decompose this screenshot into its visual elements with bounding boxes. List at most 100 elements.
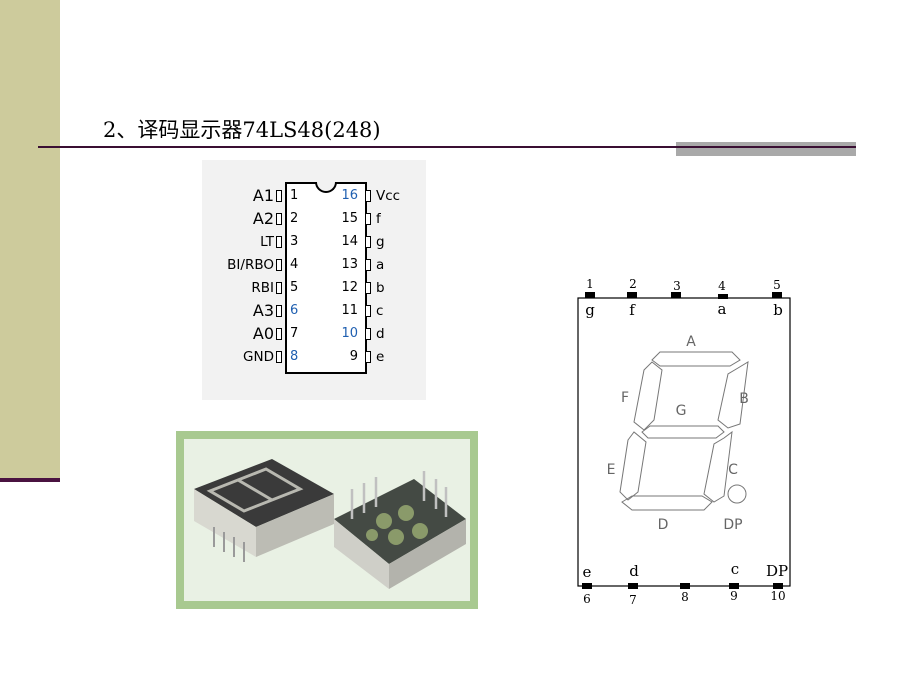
seven-segment-svg: 1 2 3 4 5 g f a b e d c DP 6 7 8 9 10 A … [577,277,791,607]
pin-number: 6 [290,303,299,318]
pin-right-15: 15 f [338,211,426,233]
pin-number: 13 [341,257,358,272]
ic-pinout-diagram: A1 1 A2 2 LT 3 BI/RBO 4 RBI 5 A3 6 A0 7 … [202,160,426,400]
pin-lead [365,328,371,340]
pin-tab-10 [773,583,783,589]
pin-number: 11 [341,303,358,318]
pin-label: A1 [252,186,274,205]
segment-label-f: F [621,390,629,406]
module-right-pins [350,471,448,519]
bottom-pin-num-10: 10 [770,589,785,603]
pin-lead [276,259,282,271]
photo-background [184,439,470,601]
pin-label: A0 [252,324,274,343]
pin-tab-7 [628,583,638,589]
pin-number: 15 [341,211,358,226]
pin-label: d [376,326,385,342]
pin-tab-9 [729,583,739,589]
left-accent-rule [0,478,60,482]
pin-label: Vcc [376,188,401,204]
ic-body [285,182,367,374]
bottom-pin-num-9: 9 [730,589,738,603]
module-left-face [194,459,334,527]
pin-lead [276,282,282,294]
module-right-front [389,519,466,589]
module-right-side [334,519,389,589]
pin-number: 1 [290,188,299,203]
title-underline [38,146,856,148]
top-pin-num-1: 1 [586,277,594,291]
bottom-pin-name-9: c [731,560,739,578]
segment-g [641,425,725,439]
bottom-pin-num-7: 7 [629,593,637,607]
pin-number: 12 [341,280,358,295]
pin-label: LT [260,234,274,250]
bottom-pin-num-8: 8 [681,590,689,604]
pin-lead [276,328,282,340]
segment-label-a: A [686,334,696,350]
bottom-pin-name-7: d [629,562,639,580]
pin-label: f [376,211,381,227]
bottom-pin-num-6: 6 [583,592,591,606]
display-outline [577,297,791,587]
pin-label: b [376,280,385,296]
pin-lead [365,190,371,202]
pin-right-16: 16 Vcc [338,188,426,210]
pin-label: BI/RBO [227,257,274,273]
segment-c [703,430,733,503]
top-pin-num-2: 2 [629,277,637,291]
top-pin-num-4: 4 [718,279,726,293]
pin-label: GND [243,349,274,365]
pin-label: g [376,234,385,250]
pin-lead [365,213,371,225]
pin-right-10: 10 d [338,326,426,348]
segment-label-g: G [676,403,687,419]
pin-lead [276,213,282,225]
segment-b [717,361,749,429]
pin-tab-6 [582,583,592,589]
ic-notch [315,182,337,193]
pin-left-5: RBI 5 [202,280,298,302]
segment-dp [727,484,747,504]
pin-number: 5 [290,280,299,295]
pin-lead [365,351,371,363]
top-pin-name-2: f [629,301,636,319]
pin-tab-1 [585,292,595,298]
pin-number: 9 [349,349,358,364]
pin-left-4: BI/RBO 4 [202,257,298,279]
top-pin-name-4: a [718,300,727,318]
pin-right-13: 13 a [338,257,426,279]
segment-label-c: C [728,462,738,478]
seven-segment-diagram: 1 2 3 4 5 g f a b e d c DP 6 7 8 9 10 A … [570,274,800,609]
pin-number: 10 [341,326,358,341]
module-left-pins [213,527,245,562]
pin-lead [276,190,282,202]
pin-lead [365,236,371,248]
pin-number: 7 [290,326,299,341]
pin-number: 4 [290,257,299,272]
left-accent-bar [0,0,60,480]
top-pin-num-5: 5 [773,278,781,292]
segment-label-dp: DP [723,517,742,533]
pin-lead [276,351,282,363]
pin-label: A2 [252,209,274,228]
segment-a [651,351,741,367]
top-pin-name-5: b [773,301,783,319]
segment-e [619,431,647,501]
pin-left-8: GND 8 [202,349,298,371]
pin-label: A3 [252,301,274,320]
pin-left-1: A1 1 [202,186,298,210]
pin-right-12: 12 b [338,280,426,302]
segment-f [633,361,663,431]
bottom-pin-name-10: DP [766,562,788,580]
top-pin-num-3: 3 [673,279,681,293]
bottom-pin-name-6: e [583,563,592,581]
pin-left-6: A3 6 [202,301,298,325]
pin-lead [365,305,371,317]
module-right-contacts [366,505,428,545]
pin-tab-2 [627,292,637,298]
segment-outline [206,467,304,513]
pin-label: c [376,303,384,319]
segment-label-e: E [607,462,616,478]
segments [619,351,749,511]
